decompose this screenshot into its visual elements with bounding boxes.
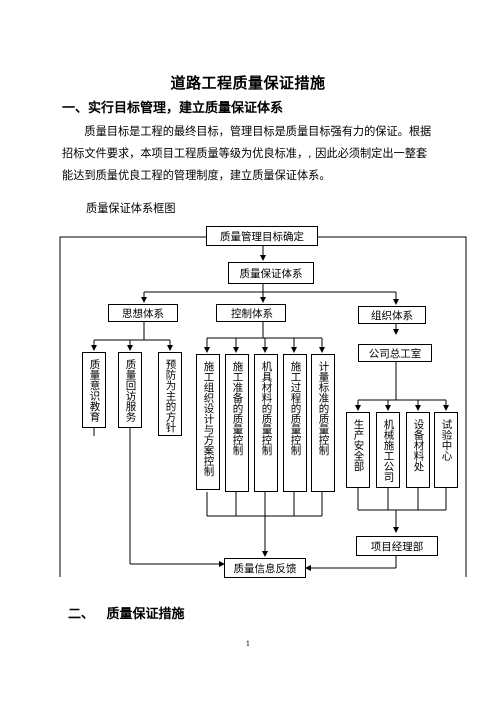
box-machinery-company: 机械施工公司 [376,412,400,488]
box-process-quality-control: 施工过程的质量控制 [283,354,307,492]
label-metrology-quality-control: 计量标准的质量控制 [317,361,330,456]
label-machinery-company: 机械施工公司 [382,419,395,482]
label-prevention-policy: 预防为主的方针 [164,359,177,433]
box-org-system: 组织体系 [358,306,426,324]
box-prevention-policy: 预防为主的方针 [158,352,182,436]
figure-label: 质量保证体系框图 [86,202,176,215]
quality-assurance-diagram: 质量管理目标确定 质量保证体系 思想体系 控制体系 组织体系 公司总工室 质量意… [56,220,470,580]
box-equipment-quality-control: 机具材料的质量控制 [254,354,278,492]
box-quality-goal: 质量管理目标确定 [206,226,318,246]
label-quality-awareness: 质量意识教育 [88,359,101,422]
section-heading-2: 二、 质量保证措施 [68,607,185,622]
box-production-safety: 生产安全部 [346,412,370,488]
box-thought-system: 思想体系 [108,304,178,322]
box-control-system: 控制体系 [216,304,286,322]
box-metrology-quality-control: 计量标准的质量控制 [311,354,335,492]
label-process-quality-control: 施工过程的质量控制 [289,361,302,456]
box-quality-system: 质量保证体系 [228,262,314,284]
box-company-chief-engineer: 公司总工室 [358,344,432,362]
box-test-center: 试验中心 [434,412,458,488]
box-project-manager-dept: 项目经理部 [356,536,438,556]
box-prep-quality-control: 施工准备的质量控制 [225,354,249,492]
box-quality-awareness: 质量意识教育 [82,352,106,428]
box-construction-org-control: 施工组织设计与方案控制 [196,354,220,490]
box-equipment-materials: 设备材料处 [406,412,430,488]
label-test-center: 试验中心 [440,419,453,461]
label-production-safety: 生产安全部 [352,419,365,472]
body-paragraph: 质量目标是工程的最终目标，管理目标是质量目标强有力的保证。根据招标文件要求，本项… [62,125,432,182]
page-number: 1 [245,640,251,648]
section-heading-1: 一、实行目标管理，建立质量保证体系 [62,101,284,116]
label-construction-org-control: 施工组织设计与方案控制 [202,361,215,477]
label-equipment-quality-control: 机具材料的质量控制 [260,361,273,456]
label-prep-quality-control: 施工准备的质量控制 [231,361,244,456]
document-title: 道路工程质量保证措施 [170,74,326,92]
box-quality-revisit: 质量回访服务 [118,352,142,428]
label-quality-revisit: 质量回访服务 [124,359,137,422]
diagram-connectors [59,236,467,577]
box-quality-feedback: 质量信息反馈 [224,558,306,578]
label-equipment-materials: 设备材料处 [412,419,425,472]
